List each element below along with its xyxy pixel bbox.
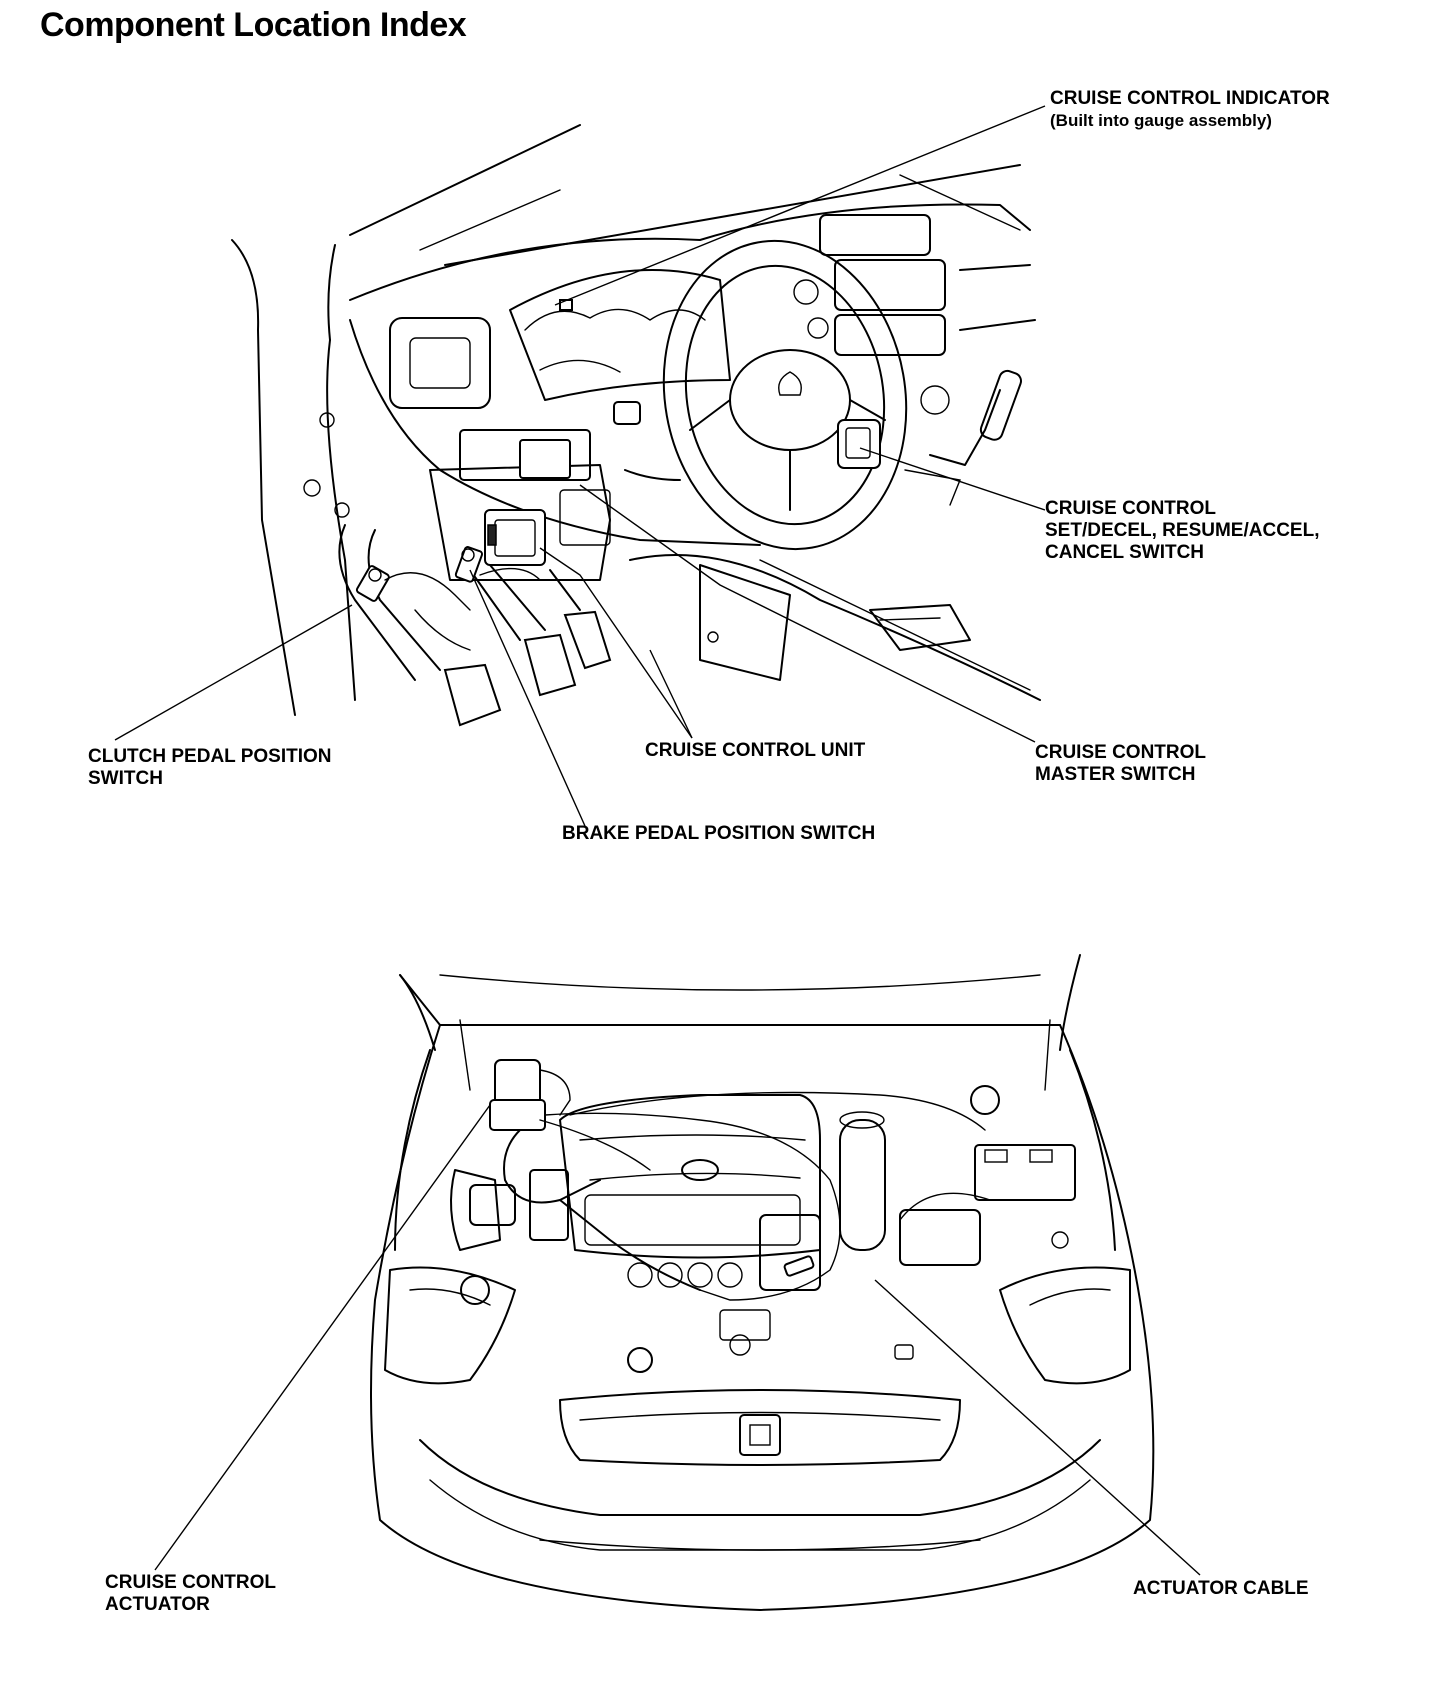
label-cruise-control-set-switch: CRUISE CONTROL SET/DECEL, RESUME/ACCEL, … bbox=[1045, 498, 1319, 564]
engine-bay-illustration bbox=[154, 954, 1201, 1611]
label-line: BRAKE PEDAL POSITION SWITCH bbox=[562, 823, 876, 844]
page-title: Component Location Index bbox=[40, 6, 467, 44]
label-line: ACTUATOR CABLE bbox=[1133, 1578, 1309, 1599]
label-actuator-cable: ACTUATOR CABLE bbox=[1133, 1578, 1309, 1600]
label-line: (Built into gauge assembly) bbox=[1050, 111, 1272, 130]
label-line: ACTUATOR bbox=[105, 1594, 210, 1615]
label-line: CRUISE CONTROL bbox=[1035, 742, 1206, 763]
label-cruise-control-actuator: CRUISE CONTROL ACTUATOR bbox=[105, 1572, 276, 1616]
label-line: MASTER SWITCH bbox=[1035, 764, 1196, 785]
label-cruise-control-indicator: CRUISE CONTROL INDICATOR (Built into gau… bbox=[1050, 88, 1330, 132]
label-line: CRUISE CONTROL INDICATOR bbox=[1050, 88, 1330, 109]
label-line: CLUTCH PEDAL POSITION bbox=[88, 746, 332, 767]
label-line: SWITCH bbox=[88, 768, 163, 789]
label-line: SET/DECEL, RESUME/ACCEL, bbox=[1045, 520, 1320, 541]
label-line: CRUISE CONTROL UNIT bbox=[645, 740, 866, 761]
label-line: CRUISE CONTROL bbox=[1045, 498, 1216, 519]
label-cruise-control-master-switch: CRUISE CONTROL MASTER SWITCH bbox=[1035, 742, 1206, 786]
label-line: CANCEL SWITCH bbox=[1045, 542, 1205, 563]
label-line: CRUISE CONTROL bbox=[105, 1572, 276, 1593]
label-brake-pedal-position-switch: BRAKE PEDAL POSITION SWITCH bbox=[562, 823, 875, 845]
label-clutch-pedal-position-switch: CLUTCH PEDAL POSITION SWITCH bbox=[88, 746, 332, 790]
label-cruise-control-unit: CRUISE CONTROL UNIT bbox=[645, 740, 865, 762]
dashboard-illustration bbox=[114, 105, 1046, 827]
